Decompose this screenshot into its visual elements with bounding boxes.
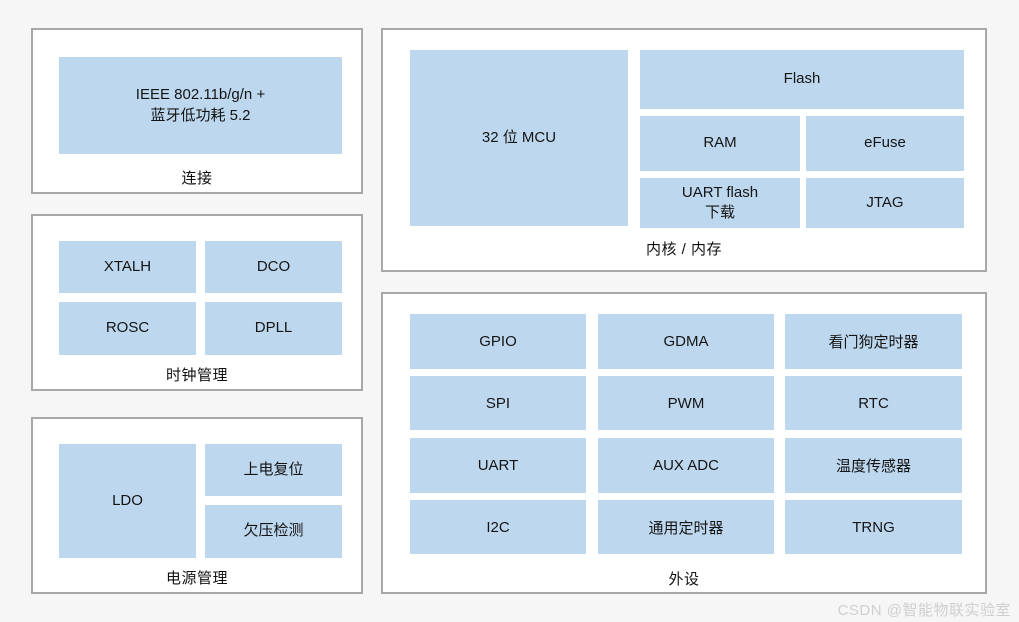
panel-connectivity: IEEE 802.11b/g/n + 蓝牙低功耗 5.2 连接	[31, 28, 363, 194]
panel-label-peripherals: 外设	[668, 571, 700, 588]
watermark: CSDN @智能物联实验室	[837, 602, 1011, 619]
block-brown-out-detect: 欠压检测	[205, 505, 342, 558]
block-uart-flash-line2: 下载	[704, 204, 735, 221]
block-power-on-reset: 上电复位	[205, 444, 342, 496]
block-i2c: I2C	[410, 500, 586, 554]
block-uart: UART	[410, 438, 586, 493]
panel-label-core-memory: 内核 / 内存	[645, 241, 722, 258]
block-wifi-bluetooth: IEEE 802.11b/g/n + 蓝牙低功耗 5.2	[59, 57, 342, 154]
block-wifi-line2: 蓝牙低功耗 5.2	[150, 106, 251, 124]
block-temperature-sensor: 温度传感器	[785, 438, 962, 493]
block-32bit-mcu: 32 位 MCU	[410, 50, 628, 226]
panel-clock-management: XTALH DCO ROSC DPLL 时钟管理	[31, 214, 363, 391]
block-uart-flash-line1: UART flash	[681, 183, 759, 201]
block-efuse: eFuse	[806, 116, 964, 171]
panel-label-power-management: 电源管理	[165, 570, 228, 587]
block-rosc: ROSC	[59, 302, 196, 355]
block-general-purpose-timer: 通用定时器	[598, 500, 774, 554]
block-gpio: GPIO	[410, 314, 586, 369]
block-watchdog-timer: 看门狗定时器	[785, 314, 962, 369]
block-flash: Flash	[640, 50, 964, 109]
block-ldo: LDO	[59, 444, 196, 558]
block-aux-adc: AUX ADC	[598, 438, 774, 493]
panel-label-clock-management: 时钟管理	[165, 367, 228, 384]
block-gdma: GDMA	[598, 314, 774, 369]
block-dco: DCO	[205, 241, 342, 293]
panel-core-memory: 32 位 MCU Flash RAM eFuse UART flash 下载 J…	[381, 28, 987, 272]
block-uart-flash-download: UART flash 下载	[640, 178, 800, 228]
block-trng: TRNG	[785, 500, 962, 554]
block-spi: SPI	[410, 376, 586, 430]
block-dpll: DPLL	[205, 302, 342, 355]
block-rtc: RTC	[785, 376, 962, 430]
block-pwm: PWM	[598, 376, 774, 430]
panel-label-connectivity: 连接	[181, 170, 213, 187]
panel-power-management: LDO 上电复位 欠压检测 电源管理	[31, 417, 363, 594]
block-xtalh: XTALH	[59, 241, 196, 293]
block-ram: RAM	[640, 116, 800, 171]
block-jtag: JTAG	[806, 178, 964, 228]
block-wifi-line1: IEEE 802.11b/g/n +	[135, 86, 266, 104]
